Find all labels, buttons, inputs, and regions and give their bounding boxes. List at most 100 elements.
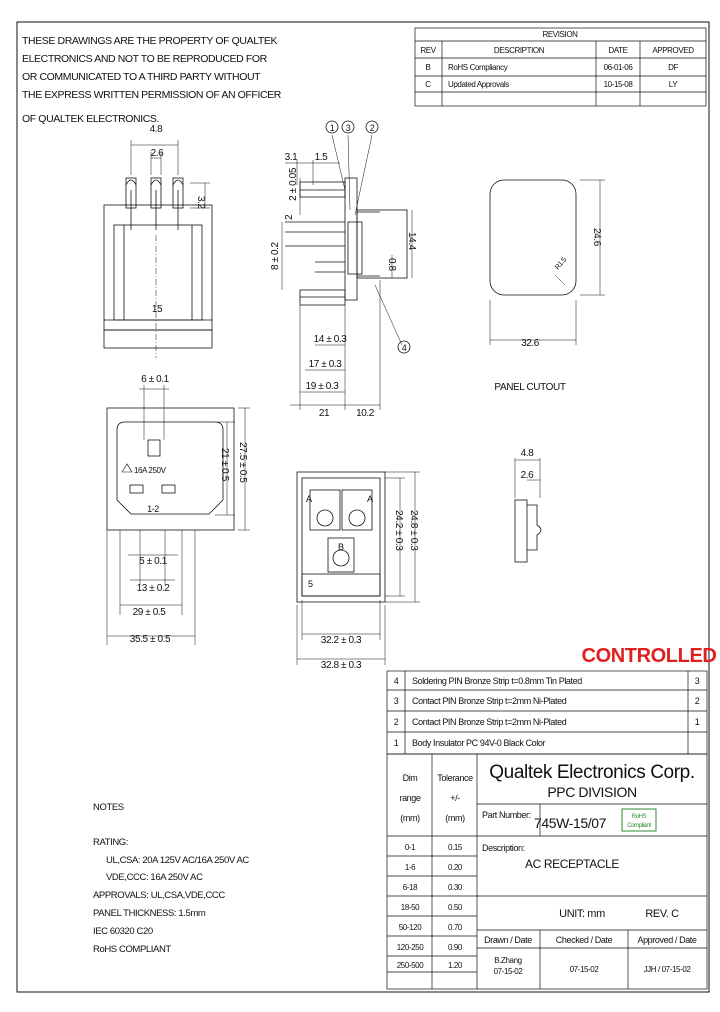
tolerance-value: 0.70 [448, 923, 463, 932]
dim-label: 2 ± 0.05 [288, 167, 299, 201]
notes: NOTES RATING: UL,CSA: 20A 125V AC/16A 25… [93, 802, 250, 955]
title-block-grid [386, 753, 708, 990]
checked-label: Checked / Date [556, 935, 613, 945]
tolerance-header: Tolerance [437, 773, 473, 783]
dim-label: 8 ± 0.2 [270, 241, 281, 270]
revision-cell: B [426, 63, 431, 72]
terminal-mark: 5 [308, 579, 313, 589]
callout-number: 4 [402, 343, 407, 353]
parts-no: 2 [394, 717, 399, 727]
panel-cutout [489, 179, 605, 345]
dim-label: 5 ± 0.1 [139, 556, 168, 567]
pin-detail [514, 458, 542, 563]
tolerance-header: (mm) [400, 813, 420, 823]
callout-number: 2 [370, 123, 375, 133]
revision-cell: RoHS Compliancy [448, 63, 508, 72]
callout-bubble [341, 120, 355, 134]
tolerance-value: 1.20 [448, 961, 463, 970]
dim-label: 2.6 [521, 470, 535, 481]
tolerance-range: 1-6 [405, 863, 416, 872]
dim-label: 17 ± 0.3 [309, 359, 343, 370]
notice-line: OF QUALTEK ELECTRONICS. [22, 113, 159, 125]
rating-mark: 16A 250V [134, 466, 167, 475]
dim-label: 32.6 [521, 338, 540, 349]
tolerance-header: +/- [450, 793, 460, 803]
tolerance-range: 50-120 [399, 923, 422, 932]
notes-line: PANEL THICKNESS: 1.5mm [93, 908, 206, 919]
company-name: Qualtek Electronics Corp. [489, 762, 694, 783]
dim-label: 4.8 [150, 124, 164, 135]
front-view [106, 385, 250, 645]
revision-cell: C [425, 80, 431, 89]
parts-desc: Contact PIN Bronze Strip t=2mm Ni-Plated [412, 717, 567, 727]
drawn-by: B.Zhang [494, 956, 521, 965]
drawn-date: 07-15-02 [494, 967, 524, 976]
dim-label: 21 ± 0.5 [219, 448, 230, 482]
tolerance-range: 250-500 [397, 961, 425, 970]
sheet-border [16, 21, 710, 993]
division-name: PPC DIVISION [547, 784, 636, 800]
tolerance-value: 0.15 [448, 843, 463, 852]
parts-qty: 2 [695, 696, 700, 706]
unit-label: UNIT: mm [559, 908, 605, 920]
notes-line: IEC 60320 C20 [93, 926, 153, 937]
revision-label: REV. C [645, 908, 679, 920]
dim-label: 21 [319, 408, 330, 419]
tolerance-value: 0.90 [448, 943, 463, 952]
tolerance-range: 6-18 [403, 883, 418, 892]
parts-desc: Soldering PIN Bronze Strip t=0.8mm Tin P… [412, 676, 582, 686]
revision-table [414, 27, 707, 107]
dim-label: 3.1 [285, 152, 299, 163]
part-number: 745W-15/07 [534, 815, 607, 831]
approved-by: JJH / 07-15-02 [644, 965, 692, 974]
drawn-label: Drawn / Date [484, 935, 532, 945]
part-number-label: Part Number: [482, 810, 531, 820]
dim-label: 10.2 [356, 408, 375, 419]
rohs-badge [621, 808, 657, 832]
dim-label: 4.8 [521, 448, 535, 459]
notes-line: APPROVALS: UL,CSA,VDE,CCC [93, 890, 225, 901]
dim-label: 29 ± 0.5 [133, 607, 167, 618]
notes-title: NOTES [93, 802, 124, 813]
description-value: AC RECEPTACLE [525, 857, 619, 871]
notice-line: ELECTRONICS AND NOT TO BE REPRODUCED FOR [22, 53, 268, 65]
dim-label: 35.5 ± 0.5 [130, 634, 171, 645]
dim-label: 32.2 ± 0.3 [321, 635, 362, 646]
dim-label: 27.5 ± 0.5 [237, 442, 248, 483]
tolerance-header: range [399, 793, 420, 803]
dim-label: 32.8 ± 0.3 [321, 660, 362, 671]
rohs-badge-text: RoHS [632, 814, 647, 820]
notes-line: UL,CSA: 20A 125V AC/16A 250V AC [106, 855, 249, 866]
callout-number: 1 [330, 123, 335, 133]
revision-header: DATE [608, 46, 627, 55]
notice-line: THESE DRAWINGS ARE THE PROPERTY OF QUALT… [22, 35, 277, 47]
dim-label: 13 ± 0.2 [137, 583, 171, 594]
parts-qty: 1 [695, 717, 700, 727]
revision-cell: Updated Approvals [448, 80, 509, 89]
notes-line: RoHS COMPLIANT [93, 944, 171, 955]
side-view [281, 120, 413, 410]
revision-header: APPROVED [652, 46, 694, 55]
parts-no: 4 [394, 676, 399, 686]
revision-cell: 06-01-06 [604, 63, 634, 72]
controlled-stamp: CONTROLLED [582, 645, 717, 667]
dim-label: 6 ± 0.1 [141, 374, 170, 385]
parts-desc: Body Insulator PC 94V-0 Black Color [412, 738, 545, 748]
terminal-mark: B [338, 542, 344, 552]
tolerance-range: 18-50 [401, 903, 420, 912]
tolerance-value: 0.30 [448, 883, 463, 892]
dim-label: 24.6 [591, 228, 602, 247]
callout-bubble [397, 340, 411, 354]
terminal-mark: 1-2 [147, 504, 159, 514]
notes-line: VDE,CCC: 16A 250V AC [106, 872, 203, 883]
copyright-notice: THESE DRAWINGS ARE THE PROPERTY OF QUALT… [22, 35, 282, 125]
revision-header: DESCRIPTION [494, 46, 545, 55]
revision-cell: 10-15-08 [604, 80, 634, 89]
dim-label: 24.8 ± 0.3 [408, 510, 419, 551]
revision-header: REV [420, 46, 436, 55]
notes-line: RATING: [93, 837, 128, 848]
tolerance-range: 120-250 [397, 943, 425, 952]
revision-cell: LY [669, 80, 678, 89]
parts-qty: 3 [695, 676, 700, 686]
panel-cutout-label: PANEL CUTOUT [494, 382, 565, 393]
